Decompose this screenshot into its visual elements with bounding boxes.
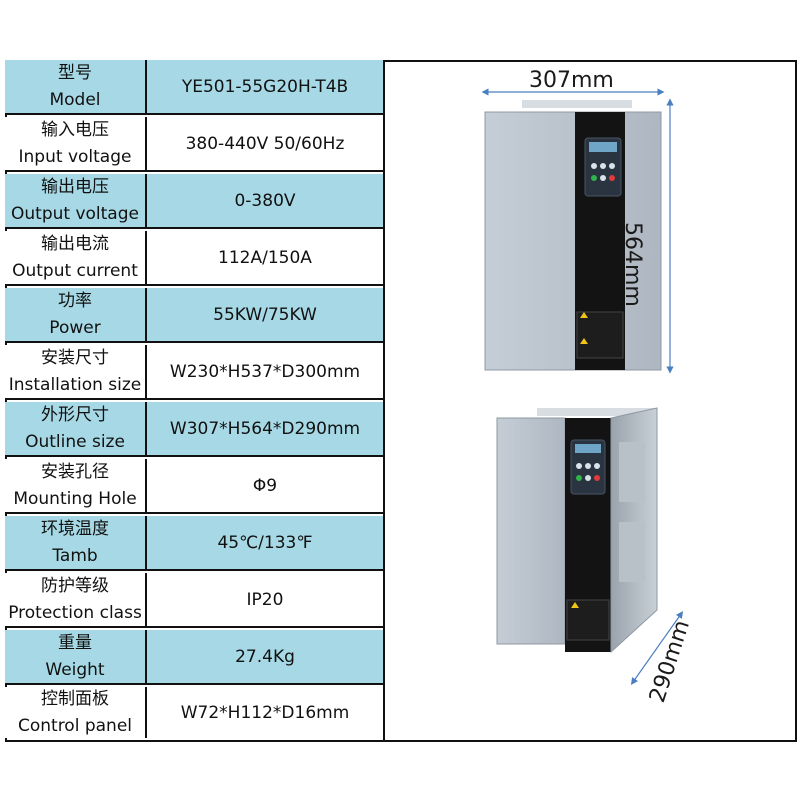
drive-top-bracket <box>522 100 632 108</box>
spec-label-cn: 控制面板 <box>41 688 109 709</box>
spec-label: 环境温度 Tamb <box>5 516 147 569</box>
spec-label-cn: 环境温度 <box>41 518 109 539</box>
vent-grille <box>619 442 645 502</box>
spec-label: 输出电流 Output current <box>5 231 147 284</box>
spec-label: 型号 Model <box>5 60 147 113</box>
warning-triangle-icon <box>571 602 579 608</box>
spec-value: 27.4Kg <box>235 646 295 667</box>
spec-value: W230*H537*D300mm <box>169 361 361 382</box>
spec-row-weight: 重量 Weight 27.4Kg <box>5 630 383 685</box>
keypad-button <box>600 163 606 169</box>
spec-value: 0-380V <box>234 190 296 211</box>
spec-row-protection-class: 防护等级 Protection class IP20 <box>5 573 383 628</box>
keypad-display <box>589 142 617 152</box>
spec-label-en: Output current <box>12 260 138 281</box>
spec-label-en: Installation size <box>8 374 142 395</box>
spec-label: 控制面板 Control panel <box>5 687 147 738</box>
spec-value: Φ9 <box>252 475 278 496</box>
spec-label: 防护等级 Protection class <box>5 573 147 626</box>
depth-dimension-line <box>630 611 684 685</box>
vent-grille <box>619 522 645 582</box>
spec-row-mounting-hole: 安装孔径 Mounting Hole Φ9 <box>5 459 383 514</box>
keypad-display <box>575 444 601 453</box>
spec-label-en: Input voltage <box>18 146 132 167</box>
drive-case-front <box>496 417 566 645</box>
warning-triangle-icon <box>580 312 588 318</box>
keypad-button <box>585 463 591 469</box>
spec-value: W72*H112*D16mm <box>180 702 350 723</box>
spec-row-control-panel: 控制面板 Control panel W72*H112*D16mm <box>5 687 383 738</box>
spec-label-cn: 输入电压 <box>41 119 109 140</box>
spec-label-en: Control panel <box>17 715 133 736</box>
product-illustration <box>481 88 684 685</box>
spec-value: 112A/150A <box>218 247 312 268</box>
spec-label-cn: 功率 <box>58 290 92 311</box>
keypad-run-button <box>576 475 582 481</box>
spec-label-cn: 重量 <box>58 632 92 653</box>
keypad-button <box>600 175 606 181</box>
spec-value: 45℃/133℉ <box>217 532 313 553</box>
spec-row-tamb: 环境温度 Tamb 45℃/133℉ <box>5 516 383 571</box>
keypad-button <box>576 463 582 469</box>
spec-row-output-current: 输出电流 Output current 112A/150A <box>5 231 383 286</box>
drive-front-view <box>484 100 662 371</box>
spec-label: 安装尺寸 Installation size <box>5 345 147 398</box>
spec-row-output-voltage: 输出电压 Output voltage 0-380V <box>5 174 383 229</box>
spec-label-en: Power <box>49 317 101 338</box>
drive-angled-view <box>496 407 658 654</box>
spec-row-input-voltage: 输入电压 Input voltage 380-440V 50/60Hz <box>5 117 383 172</box>
keypad-stop-button <box>609 175 615 181</box>
width-dimension-label: 307mm <box>529 68 614 93</box>
spec-label: 重量 Weight <box>5 630 147 683</box>
spec-row-outline-size: 外形尺寸 Outline size W307*H564*D290mm <box>5 402 383 457</box>
spec-value: IP20 <box>246 589 284 610</box>
spec-label-en: Mounting Hole <box>13 488 137 509</box>
spec-label-cn: 安装尺寸 <box>41 347 109 368</box>
spec-value: 55KW/75KW <box>213 304 317 325</box>
spec-table: 型号 Model YE501-55G20H-T4B 输入电压 Input vol… <box>5 60 385 742</box>
keypad-button <box>609 163 615 169</box>
spec-label-cn: 输出电流 <box>41 233 109 254</box>
warning-label <box>576 311 624 359</box>
spec-label: 功率 Power <box>5 288 147 341</box>
spec-label-cn: 输出电压 <box>41 176 109 197</box>
drive-top-bracket <box>537 408 657 416</box>
spec-label: 输入电压 Input voltage <box>5 117 147 170</box>
spec-label: 外形尺寸 Outline size <box>5 402 147 455</box>
spec-label: 安装孔径 Mounting Hole <box>5 459 147 512</box>
spec-value: W307*H564*D290mm <box>169 418 361 439</box>
drive-case <box>484 111 662 371</box>
spec-label-en: Tamb <box>52 545 98 566</box>
spec-row-power: 功率 Power 55KW/75KW <box>5 288 383 343</box>
spec-label-en: Protection class <box>8 602 142 623</box>
spec-row-installation-size: 安装尺寸 Installation size W230*H537*D300mm <box>5 345 383 400</box>
spec-value: 380-440V 50/60Hz <box>185 133 345 154</box>
spec-row-model: 型号 Model YE501-55G20H-T4B <box>5 60 383 115</box>
keypad-button <box>591 163 597 169</box>
product-photos: 307mm 564mm 290mm <box>387 62 795 740</box>
keypad-button <box>594 463 600 469</box>
spec-label-cn: 型号 <box>58 62 92 83</box>
keypad-button <box>585 475 591 481</box>
spec-label-en: Outline size <box>25 431 125 452</box>
warning-triangle-icon <box>580 338 588 344</box>
spec-label-en: Output voltage <box>11 203 139 224</box>
height-dimension-label: 564mm <box>620 222 645 307</box>
keypad-stop-button <box>594 475 600 481</box>
spec-label: 输出电压 Output voltage <box>5 174 147 227</box>
spec-label-cn: 安装孔径 <box>41 461 109 482</box>
spec-label-en: Weight <box>45 659 105 680</box>
spec-label-cn: 防护等级 <box>41 575 109 596</box>
spec-value: YE501-55G20H-T4B <box>181 76 349 97</box>
keypad-run-button <box>591 175 597 181</box>
spec-label-en: Model <box>49 89 101 110</box>
spec-label-cn: 外形尺寸 <box>41 404 109 425</box>
